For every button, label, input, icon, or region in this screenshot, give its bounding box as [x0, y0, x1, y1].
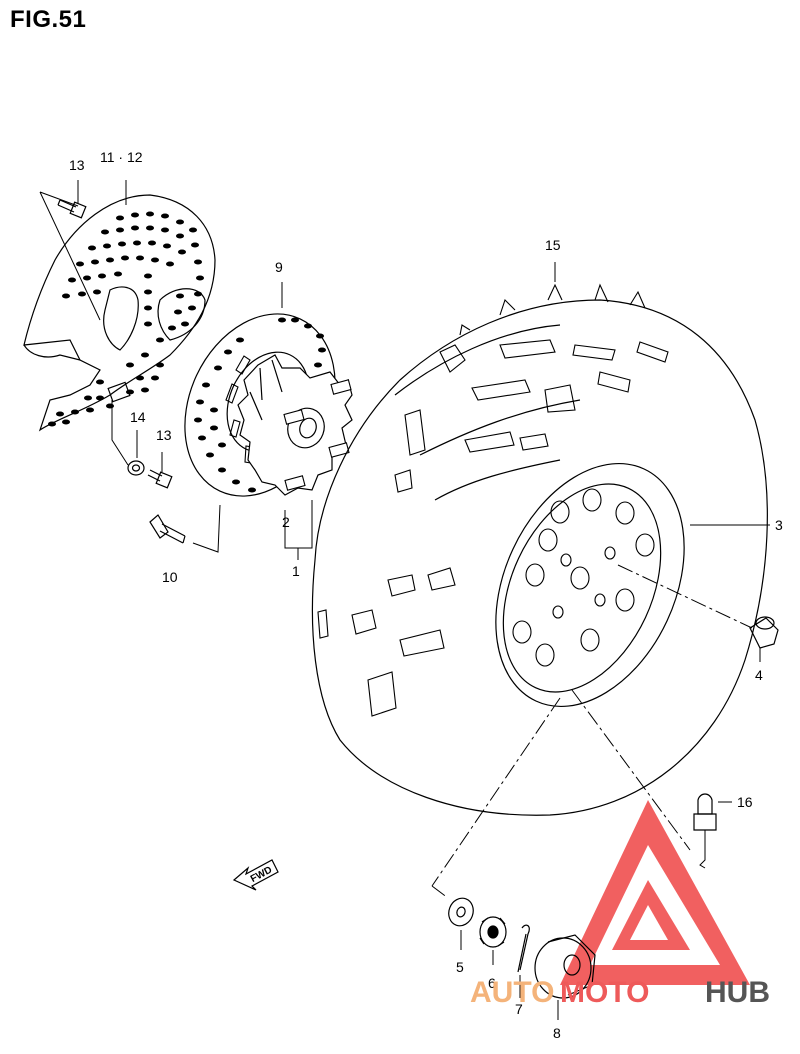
- bolt-13-top: [57, 199, 87, 219]
- callout-4: 4: [755, 667, 763, 683]
- callout-2: 2: [282, 514, 290, 530]
- callout-16: 16: [737, 794, 753, 810]
- callout-6: 6: [488, 975, 496, 991]
- callout-11-12: 11 · 12: [100, 149, 143, 165]
- tire: [311, 299, 768, 816]
- washer-5: [448, 897, 474, 927]
- castle-nut-6: [479, 916, 507, 948]
- cover-vent-holes: [48, 211, 204, 427]
- lug-nut-4: [749, 616, 779, 649]
- brake-disc-cover: [23, 194, 216, 432]
- valve-16: [693, 793, 717, 831]
- callout-9: 9: [275, 259, 283, 275]
- callout-14: 14: [130, 409, 146, 425]
- figure-title: FIG.51: [10, 6, 87, 33]
- callout-13-lower: 13: [156, 427, 172, 443]
- bolt-10: [149, 514, 186, 544]
- callout-5: 5: [456, 959, 464, 975]
- watermark-moto: MOTO: [560, 976, 649, 1009]
- watermark-logo: [560, 800, 750, 985]
- callout-10: 10: [162, 569, 178, 585]
- callout-15: 15: [545, 237, 561, 253]
- bolt-13-lower: [147, 469, 173, 489]
- callout-3: 3: [775, 517, 783, 533]
- watermark-auto: AUTO: [470, 976, 554, 1009]
- watermark-hub: HUB: [705, 976, 770, 1009]
- disc-slots: [194, 317, 326, 493]
- fwd-label: FWD: [249, 865, 274, 885]
- wheel-studs: [283, 379, 352, 491]
- centerlines: [431, 564, 753, 899]
- callout-13-top: 13: [69, 157, 85, 173]
- callout-7: 7: [515, 1001, 523, 1017]
- tire-tread-blocks: [317, 283, 669, 717]
- cotter-pin-7: [517, 924, 530, 973]
- leader-lines: [39, 180, 770, 1020]
- watermark-text: AUTO MOTO HUB: [470, 976, 770, 1009]
- callout-1: 1: [292, 563, 300, 579]
- forward-direction-marker: FWD: [232, 859, 279, 891]
- wheel-rim: [495, 462, 685, 708]
- washer-14: [127, 460, 145, 476]
- rim-holes: [512, 488, 655, 667]
- callout-labels: 13 11 · 12 9 14 13 2 1 10 15 3 4 16 5 6 …: [69, 149, 783, 1041]
- hub-cap-8: [534, 934, 596, 999]
- wheel-hub: [237, 354, 353, 496]
- callout-8: 8: [553, 1025, 561, 1041]
